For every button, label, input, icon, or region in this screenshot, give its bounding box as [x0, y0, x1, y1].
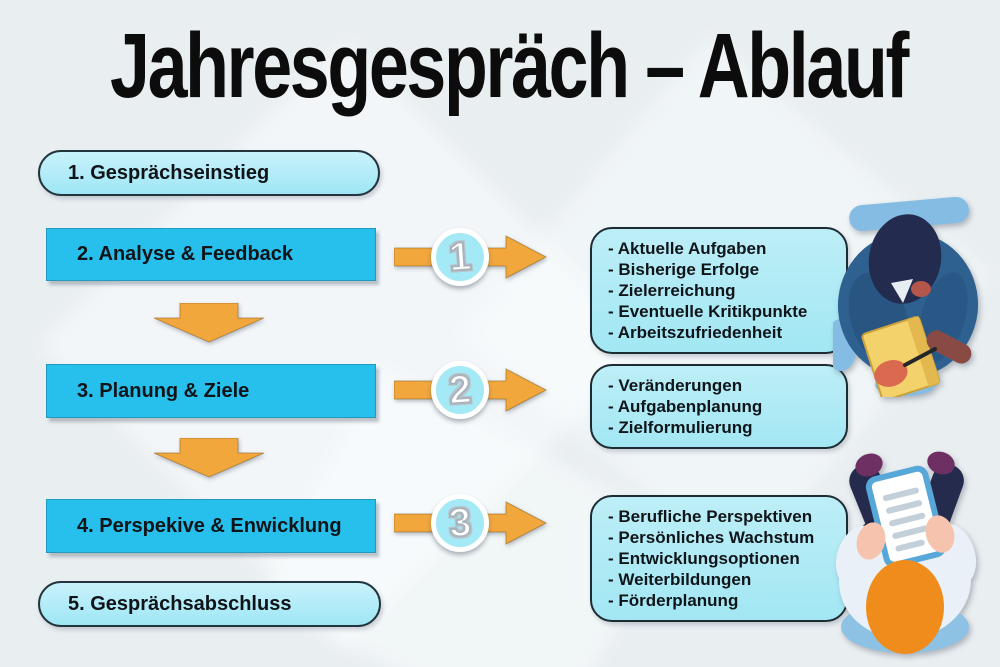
detail-item: - Aufgabenplanung — [608, 397, 763, 416]
pen-icon — [903, 347, 937, 367]
detail-item: - Zielerreichung — [608, 281, 736, 300]
step-4-box: 4. Perspekive & Enwicklung — [46, 499, 376, 553]
shoe-icon — [855, 453, 883, 477]
person-writing-icon — [837, 214, 979, 397]
step-number-label: 1 — [446, 233, 473, 280]
detail-box-2: - Veränderungen - Aufgabenplanung - Ziel… — [590, 364, 848, 449]
down-arrow-icon — [153, 438, 265, 478]
step-number-badge-1: 1 — [431, 228, 489, 286]
detail-item: - Bisherige Erfolge — [608, 260, 760, 279]
detail-item: - Entwicklungsoptionen — [608, 549, 800, 568]
arm-sleeve-icon — [926, 330, 972, 364]
shoe-icon — [927, 451, 955, 475]
step-2-label: 2. Analyse & Feedback — [77, 243, 294, 265]
detail-item: - Förderplanung — [608, 591, 739, 610]
notepad-icon — [861, 316, 941, 397]
detail-box-1: - Aktuelle Aufgaben - Bisherige Erfolge … — [590, 227, 848, 354]
detail-item: - Eventuelle Kritikpunkte — [608, 302, 808, 321]
detail-item: - Zielformulierung — [608, 418, 753, 437]
person-writing-illustration — [833, 197, 979, 397]
step-number-badge-2: 2 — [431, 361, 489, 419]
hair-icon — [866, 560, 944, 654]
step-5-label: 5. Gesprächsabschluss — [68, 592, 292, 615]
detail-item: - Aktuelle Aufgaben — [608, 239, 767, 258]
step-3-label: 3. Planung & Ziele — [77, 379, 250, 402]
detail-item: - Veränderungen — [608, 376, 743, 395]
person-tablet-icon — [835, 451, 977, 654]
step-4-label: 4. Perspekive & Enwicklung — [77, 514, 342, 537]
step-1-label: 1. Gesprächseinstieg — [68, 161, 270, 184]
step-5-box: 5. Gesprächsabschluss — [38, 581, 381, 627]
detail-item: - Berufliche Perspektiven — [608, 507, 813, 526]
detail-box-3: - Berufliche Perspektiven - Persönliches… — [590, 495, 848, 622]
step-number-label: 3 — [446, 499, 473, 546]
step-number-badge-3: 3 — [431, 494, 489, 552]
hand-icon — [925, 515, 955, 553]
detail-item: - Arbeitszufriedenheit — [608, 323, 783, 342]
hand-icon — [856, 522, 886, 560]
tablet-icon — [865, 465, 947, 568]
step-1-box: 1. Gesprächseinstieg — [38, 150, 380, 196]
page-title: Jahresgespräch – Ablauf — [110, 15, 909, 117]
down-arrow-icon — [153, 303, 265, 343]
detail-item: - Persönliches Wachstum — [608, 528, 815, 547]
person-tablet-illustration — [835, 451, 977, 654]
step-number-label: 2 — [446, 366, 473, 413]
detail-item: - Weiterbildungen — [608, 570, 752, 589]
step-3-box: 3. Planung & Ziele — [46, 364, 376, 418]
step-2-box: 2. Analyse & Feedback — [46, 228, 376, 281]
